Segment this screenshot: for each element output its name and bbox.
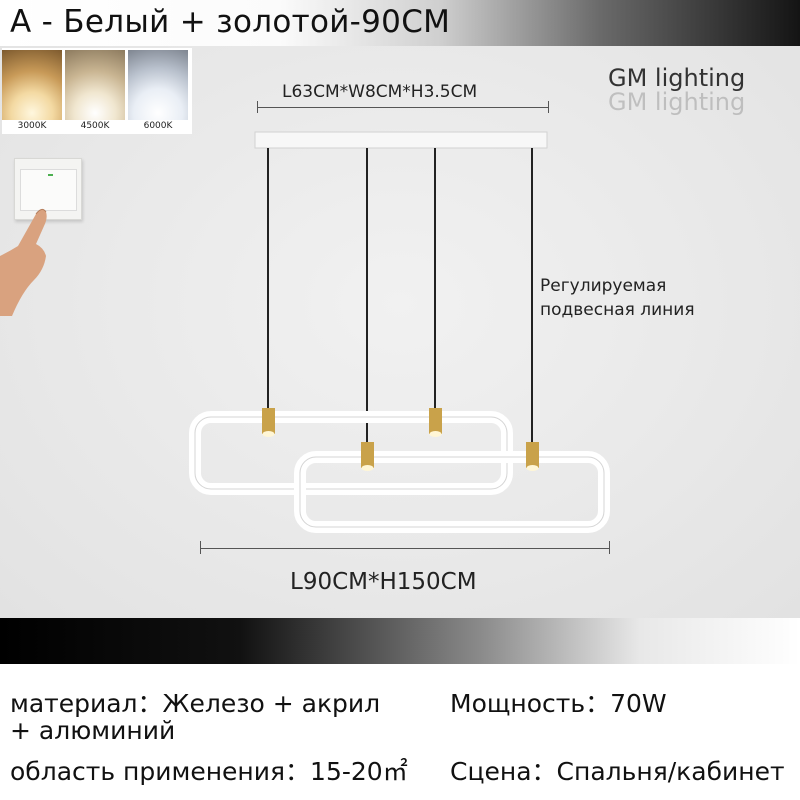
dimension-tick <box>200 541 201 554</box>
hand-icon <box>0 208 47 316</box>
brand-logo: GM lighting <box>608 64 746 92</box>
swatch-label: 3000K <box>17 121 47 131</box>
adjustable-wire-note: Регулируемая подвесная линия <box>540 274 695 322</box>
spec-area: область применения：15-20㎡ <box>10 757 408 786</box>
overall-dimension-label: L90CM*H150CM <box>290 569 477 595</box>
overall-dimension-line <box>200 548 609 549</box>
switch-rocker <box>20 169 77 211</box>
dimension-tick <box>257 101 258 113</box>
gold-spotlight <box>526 442 539 471</box>
swatch-neutral <box>65 50 125 120</box>
spec-material: материал：Железо + акрил <box>10 689 381 718</box>
gold-spotlight <box>361 442 374 471</box>
brand-logo-reflection: GM lighting <box>608 88 746 116</box>
spec-power: Мощность：70W <box>450 689 667 718</box>
swatch-label: 6000K <box>143 121 173 131</box>
pendant-lamp-illustration <box>194 131 605 528</box>
note-line: Регулируемая <box>540 276 667 296</box>
spec-material-cont: + алюминий <box>10 716 176 745</box>
dimension-tick <box>548 101 549 113</box>
title-bar: A - Белый + золотой-90CM <box>0 0 800 46</box>
color-temperature-swatches: 3000K 4500K 6000K <box>2 48 192 134</box>
ceiling-canopy <box>254 131 548 149</box>
canopy-dimension-line <box>257 107 548 108</box>
gold-spotlight <box>429 408 442 437</box>
spec-scene: Сцена：Спальня/кабинет <box>450 757 785 786</box>
gold-spotlight <box>262 408 275 437</box>
switch-indicator <box>48 174 53 176</box>
wall-switch-icon <box>14 158 82 220</box>
note-line: подвесная линия <box>540 300 695 320</box>
swatch-cool <box>128 50 188 120</box>
swatch-label: 4500K <box>80 121 110 131</box>
specifications: материал：Железо + акрил + алюминий облас… <box>0 664 800 800</box>
dimension-tick <box>609 541 610 554</box>
page-title: A - Белый + золотой-90CM <box>10 4 451 40</box>
swatch-warm <box>2 50 62 120</box>
divider-bar <box>0 618 800 664</box>
canopy-dimension-label: L63CM*W8CM*H3.5CM <box>282 82 478 102</box>
